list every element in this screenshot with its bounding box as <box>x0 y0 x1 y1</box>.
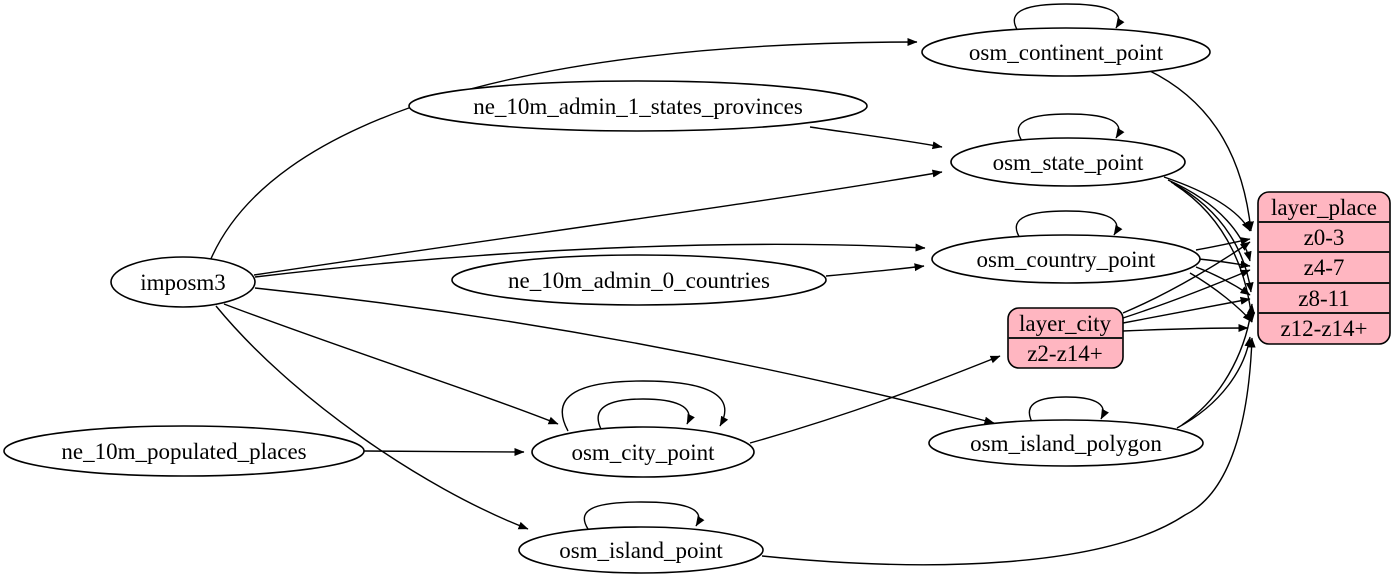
edge-imposm3-osm_state_point <box>253 169 943 276</box>
edge-layer_city-layer_place-z0-3 <box>1122 241 1251 314</box>
node-osm_island_polygon: osm_island_polygon <box>928 419 1204 467</box>
record-layer_place-row-z4-7: z4-7 <box>1304 255 1345 280</box>
node-osm_country_point-ellipse <box>931 234 1201 284</box>
record-layer_place-box <box>1257 191 1391 345</box>
edge-layer_city-layer_place-z8-11 <box>1122 296 1251 324</box>
node-ne_10m_admin_0_countries-label: ne_10m_admin_0_countries <box>508 268 770 293</box>
record-layer_place: layer_place z0-3 z4-7 z8-11 z12-z14+ <box>1257 191 1391 345</box>
node-osm_city_point: osm_city_point <box>531 426 755 478</box>
node-osm_city_point-label: osm_city_point <box>571 440 715 465</box>
edge-osm_country_point-layer_place-z12-z14 <box>1189 272 1253 323</box>
edge-osm_island_polygon-layer_place-z12-z14 <box>1176 336 1253 429</box>
edge-osm_island_point-layer_place-z12-z14 <box>761 337 1256 566</box>
edge-osm_state_point-layer_place-z0-3 <box>1163 176 1251 232</box>
edge-ne_10m_admin_0_countries-osm_country_point <box>825 263 925 277</box>
edge-ne_10m_admin_1_states_provinces-osm_state_point <box>809 126 943 150</box>
node-osm_continent_point: osm_continent_point <box>921 27 1211 77</box>
selfloop-osm_continent_point <box>1013 3 1125 32</box>
node-osm_state_point-ellipse <box>950 137 1186 187</box>
record-layer_city-row-z2-z14: z2-z14+ <box>1027 341 1103 366</box>
node-osm_island_point-ellipse <box>518 526 764 574</box>
edge-imposm3-osm_island_point <box>215 305 529 530</box>
edge-osm_island_polygon-layer_place-z8-11 <box>1181 303 1255 426</box>
node-osm_continent_point-label: osm_continent_point <box>969 40 1164 65</box>
node-osm_island_point: osm_island_point <box>518 526 764 574</box>
edge-imposm3-osm_country_point <box>254 243 926 278</box>
node-imposm3: imposm3 <box>110 256 256 308</box>
node-ne_10m_admin_1_states_provinces: ne_10m_admin_1_states_provinces <box>408 80 868 132</box>
node-ne_10m_populated_places-ellipse <box>3 425 365 477</box>
node-osm_island_polygon-label: osm_island_polygon <box>970 431 1162 456</box>
node-ne_10m_admin_0_countries-ellipse <box>451 254 827 306</box>
edge-osm_continent_point-layer_place-z0-3 <box>1147 69 1254 232</box>
record-layer_place-row-z8-11: z8-11 <box>1298 286 1350 311</box>
edge-imposm3-osm_continent_point <box>209 38 918 262</box>
selfloop-osm_city_point-outer <box>561 380 729 432</box>
edge-osm_state_point-layer_place-z4-7 <box>1167 179 1252 262</box>
record-layer_place-row-z12-z14: z12-z14+ <box>1280 316 1367 341</box>
node-osm_state_point-label: osm_state_point <box>993 150 1144 175</box>
selfloop-osm_city_point-inner <box>597 398 695 430</box>
edge-layer_city-layer_place-z4-7 <box>1122 269 1251 319</box>
selfloop-osm_island_point <box>583 501 705 530</box>
record-layer_city: layer_city z2-z14+ <box>1007 307 1124 369</box>
node-osm_state_point: osm_state_point <box>950 137 1186 187</box>
edge-osm_country_point-layer_place-z0-3 <box>1195 237 1251 251</box>
edge-ne_10m_populated_places-osm_city_point <box>363 447 525 456</box>
node-ne_10m_admin_0_countries: ne_10m_admin_0_countries <box>451 254 827 306</box>
node-osm_island_point-label: osm_island_point <box>559 538 723 563</box>
edge-osm_city_point-layer_city-z2-z14 <box>749 355 1001 444</box>
record-layer_city-title: layer_city <box>1019 311 1111 336</box>
node-osm_city_point-ellipse <box>531 426 755 478</box>
node-imposm3-ellipse <box>110 256 256 308</box>
edges <box>209 3 1256 566</box>
node-osm_country_point: osm_country_point <box>931 234 1201 284</box>
node-ne_10m_populated_places-label: ne_10m_populated_places <box>61 439 306 464</box>
edge-layer_city-layer_place-z12-z14 <box>1122 324 1249 333</box>
node-ne_10m_admin_1_states_provinces-ellipse <box>408 80 868 132</box>
node-osm_country_point-label: osm_country_point <box>977 247 1156 272</box>
edge-imposm3-osm_island_polygon <box>254 287 995 425</box>
record-layer_place-title: layer_place <box>1271 195 1377 220</box>
node-osm_island_polygon-ellipse <box>928 419 1204 467</box>
selfloop-osm_country_point <box>1015 210 1123 239</box>
node-ne_10m_admin_1_states_provinces-label: ne_10m_admin_1_states_provinces <box>473 94 803 119</box>
record-layer_place-row-z0-3: z0-3 <box>1304 225 1345 250</box>
edge-osm_country_point-layer_place-z8-11 <box>1195 266 1251 296</box>
selfloop-osm_state_point <box>1017 113 1125 142</box>
node-imposm3-label: imposm3 <box>140 270 226 295</box>
edge-osm_state_point-layer_place-z8-11 <box>1170 181 1254 293</box>
node-osm_continent_point-ellipse <box>921 27 1211 77</box>
edge-osm_country_point-layer_place-z4-7 <box>1198 258 1251 269</box>
node-ne_10m_populated_places: ne_10m_populated_places <box>3 425 365 477</box>
selfloop-osm_island_polygon <box>1028 396 1109 423</box>
edge-imposm3-osm_city_point <box>223 303 559 425</box>
